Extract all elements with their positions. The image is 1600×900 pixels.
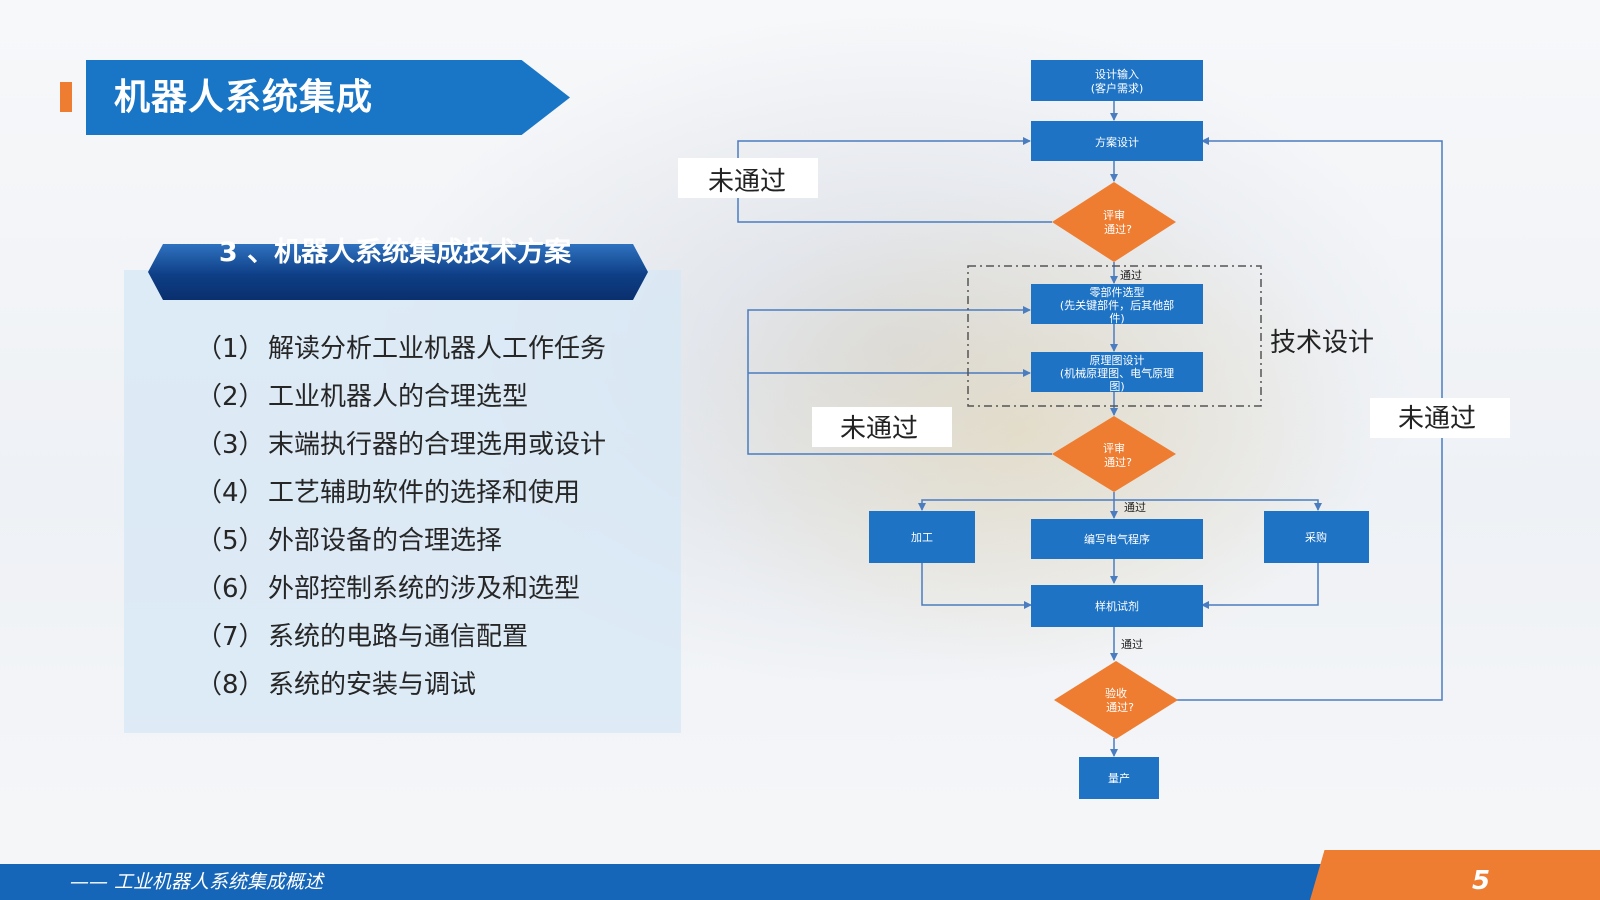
scheme-design-box (1031, 121, 1203, 161)
plc-programming-box (1031, 519, 1203, 559)
list-item: （2）工业机器人的合理选型 (196, 378, 606, 426)
list-item-number: （5） (196, 526, 265, 556)
section-title: 3 、机器人系统集成技术方案 (218, 237, 572, 268)
review-1-question: 通过? (1104, 223, 1132, 236)
schematic-design-box (1031, 352, 1203, 392)
list-item-number: （6） (196, 574, 265, 604)
part-selection-sublabel-2: 件) (1109, 312, 1124, 325)
list-item-text: 外部控制系统的涉及和选型 (268, 574, 581, 604)
part-selection-sublabel: (先关键部件，后其他部 (1060, 298, 1174, 312)
prototype-test-box (1031, 585, 1203, 627)
machining-box (869, 511, 975, 563)
fail-label: 未通过 (840, 414, 918, 444)
review-2-question: 通过? (1104, 456, 1132, 469)
list-item-text: 末端执行器的合理选用或设计 (268, 430, 607, 460)
list-item-text: 工艺辅助软件的选择和使用 (268, 478, 581, 508)
acceptance-question: 通过? (1106, 701, 1134, 714)
tech-plan-list: （1）解读分析工业机器人工作任务 （2）工业机器人的合理选型 （3）末端执行器的… (196, 330, 606, 714)
content-panel (124, 270, 681, 733)
machining-label: 加工 (911, 531, 933, 544)
tech-design-label: 技术设计 (1270, 328, 1374, 358)
part-selection-box (1031, 284, 1203, 324)
list-item-number: （1） (196, 334, 265, 364)
fail-label-bg (812, 407, 952, 447)
schematic-design-sublabel-2: 图) (1109, 380, 1124, 393)
list-item-text: 外部设备的合理选择 (268, 526, 503, 556)
list-item: （8）系统的安装与调试 (196, 666, 606, 714)
list-item-number: （8） (196, 670, 265, 700)
list-item-number: （4） (196, 478, 265, 508)
section-banner (148, 244, 648, 300)
fail-label-bg (1370, 398, 1510, 438)
review-2-decision (1052, 416, 1176, 492)
pass-label: 通过 (1124, 501, 1146, 514)
schematic-design-sublabel: (机械原理图、电气原理 (1060, 366, 1174, 380)
plc-programming-label: 编写电气程序 (1084, 532, 1150, 546)
list-item: （3）末端执行器的合理选用或设计 (196, 426, 606, 474)
fail-label: 未通过 (708, 167, 786, 197)
acceptance-label: 验收 (1105, 686, 1127, 700)
footer-subtitle: —— 工业机器人系统集成概述 (70, 871, 324, 893)
schematic-design-label: 原理图设计 (1090, 354, 1145, 367)
design-input-sublabel: (客户需求) (1091, 81, 1144, 95)
review-2-label: 评审 (1103, 441, 1125, 455)
design-input-label: 设计输入 (1095, 67, 1139, 81)
title-accent-bar (60, 82, 72, 112)
fail-label: 未通过 (1398, 404, 1476, 434)
slide-title: 机器人系统集成 (114, 77, 374, 118)
purchasing-label: 采购 (1305, 530, 1327, 544)
part-selection-label: 零部件选型 (1090, 285, 1145, 299)
list-item: （1）解读分析工业机器人工作任务 (196, 330, 606, 378)
list-item-text: 解读分析工业机器人工作任务 (268, 334, 607, 364)
mass-production-label: 量产 (1108, 771, 1130, 785)
page-number: 5 (1472, 866, 1491, 896)
review-1-decision (1052, 182, 1176, 262)
tech-design-group (967, 265, 1262, 407)
footer-page-tab (1310, 850, 1600, 900)
title-banner (86, 60, 570, 135)
acceptance-decision (1054, 661, 1178, 739)
mass-production-box (1079, 757, 1159, 799)
review-1-label: 评审 (1103, 208, 1125, 222)
list-item: （4）工艺辅助软件的选择和使用 (196, 474, 606, 522)
list-item: （5）外部设备的合理选择 (196, 522, 606, 570)
list-item-text: 系统的电路与通信配置 (268, 622, 529, 652)
list-item-text: 工业机器人的合理选型 (268, 382, 529, 412)
list-item-number: （7） (196, 622, 265, 652)
pass-label: 通过 (1120, 269, 1142, 282)
purchasing-box (1264, 511, 1369, 563)
prototype-test-label: 样机试剂 (1095, 599, 1139, 613)
list-item-number: （3） (196, 430, 265, 460)
list-item: （7）系统的电路与通信配置 (196, 618, 606, 666)
list-item-text: 系统的安装与调试 (268, 670, 477, 700)
pass-label: 通过 (1121, 638, 1143, 651)
list-item-number: （2） (196, 382, 265, 412)
design-input-box (1031, 60, 1203, 101)
scheme-design-label: 方案设计 (1095, 135, 1139, 149)
list-item: （6）外部控制系统的涉及和选型 (196, 570, 606, 618)
fail-label-bg (678, 158, 818, 198)
